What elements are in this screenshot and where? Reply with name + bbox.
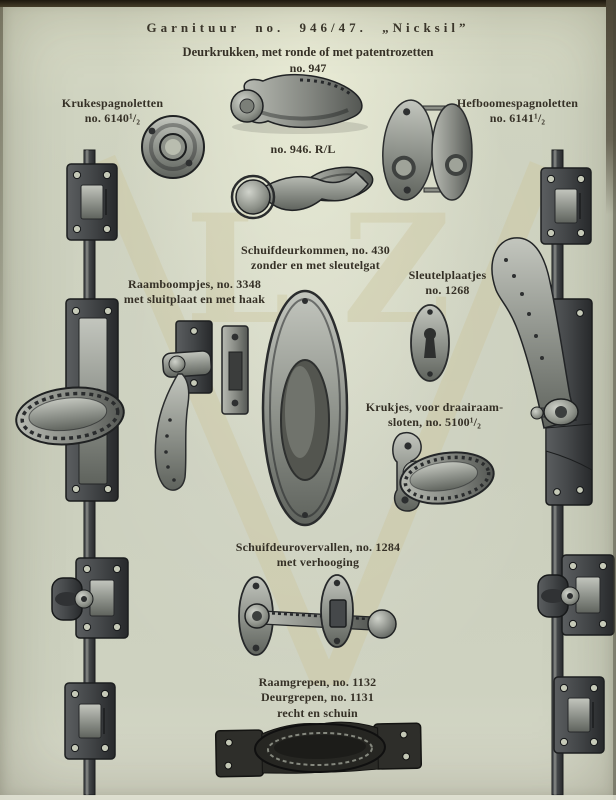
door-handle-947-illustration <box>230 74 368 134</box>
label-sleutelplaatjes-name: Sleutelplaatjes <box>408 268 487 282</box>
sliding-door-latch-1284-illustration <box>238 574 397 656</box>
label-hefboomespagnoletten-name: Hefboomespagnoletten <box>456 96 579 110</box>
label-raamboompjes-name: Raamboompjes, no. 3348 <box>127 277 262 291</box>
espagnolette-right-illustration <box>491 149 614 796</box>
scan-edge-left-line <box>0 7 3 367</box>
label-schuifdeurovervallen-desc: met verhooging <box>276 555 360 570</box>
label-krukjes-name: Krukjes, voor draairaam- <box>365 400 504 414</box>
scan-edge-top <box>0 0 616 7</box>
label-krukespagnoletten: Krukespagnoletten no. 6140¹/₂ <box>20 96 205 127</box>
label-schuifdeurovervallen-name: Schuifdeurovervallen, no. 1284 <box>235 540 401 554</box>
label-krukjes-no: sloten, no. 5100¹/₂ <box>387 415 481 430</box>
label-raamgrepen: Raamgrepen, no. 1132 <box>258 675 377 689</box>
label-raamboompjes: Raamboompjes, no. 3348 met sluitplaat en… <box>92 277 297 308</box>
door-handle-946-illustration <box>230 166 374 220</box>
patent-rosettes-illustration <box>382 99 473 201</box>
escutcheon-1268-illustration <box>410 304 450 382</box>
scan-edge-right-dark <box>606 0 616 215</box>
espagnolette-left-illustration <box>15 149 128 796</box>
label-hefboomespagnoletten-no: no. 6141¹/₂ <box>489 111 546 126</box>
label-grepen-desc: recht en schuin <box>277 705 358 720</box>
label-schuifdeurovervallen: Schuifdeurovervallen, no. 1284 met verho… <box>208 540 428 571</box>
window-fastener-3348-illustration <box>154 320 213 491</box>
label-schuifdeurkommen: Schuifdeurkommen, no. 430 zonder en met … <box>208 243 423 274</box>
label-sleutelplaatjes: Sleutelplaatjes no. 1268 <box>380 268 515 299</box>
scan-edge-bottom <box>0 795 616 800</box>
turn-knob-5100-illustration <box>392 432 495 512</box>
label-schuifdeurkommen-name: Schuifdeurkommen, no. 430 <box>240 243 391 257</box>
page-subtitle-number: no. 947 <box>289 61 327 75</box>
label-sleutelplaatjes-no: no. 1268 <box>425 283 470 298</box>
label-hefboomespagnoletten: Hefboomespagnoletten no. 6141¹/₂ <box>425 96 610 127</box>
strike-plate-illustration <box>221 325 249 415</box>
label-deurgrepen: Deurgrepen, no. 1131 <box>260 690 375 705</box>
label-raamboompjes-desc: met sluitplaat en met haak <box>123 292 266 307</box>
label-deurkruk-946: no. 946. R/L <box>238 142 368 157</box>
scan-edge-right-line <box>613 0 616 800</box>
page-subtitle: Deurkrukken, met ronde of met patentroze… <box>182 45 434 59</box>
pull-handle-1131-illustration <box>214 721 423 778</box>
label-krukespagnoletten-name: Krukespagnoletten <box>61 96 164 110</box>
page-title: Garnituur no. 946/47. „Nicksil” <box>146 20 470 35</box>
round-rosette-illustration <box>141 115 205 179</box>
label-krukjes: Krukjes, voor draairaam- sloten, no. 510… <box>347 400 522 431</box>
label-krukespagnoletten-no: no. 6140¹/₂ <box>84 111 141 126</box>
label-grepen: Raamgrepen, no. 1132 Deurgrepen, no. 113… <box>220 675 415 721</box>
flush-pull-430-illustration <box>261 289 349 527</box>
label-schuifdeurkommen-desc: zonder en met sleutelgat <box>251 258 380 273</box>
label-deurkruk-946-no: no. 946. R/L <box>270 142 336 156</box>
